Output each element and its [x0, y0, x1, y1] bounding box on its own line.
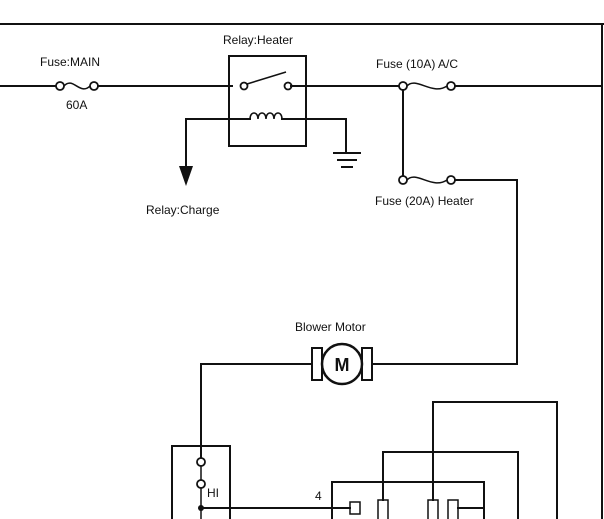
relay-heater-box	[228, 55, 307, 147]
blower-motor-label: Blower Motor	[295, 320, 366, 334]
arrow-down-icon	[179, 118, 193, 186]
wire-motor-to-switch	[200, 363, 313, 451]
fan-switch-box	[171, 445, 231, 519]
fuse-main-symbol	[55, 81, 99, 91]
blower-relay-box	[331, 481, 485, 519]
fuse-ac-label: Fuse (10A) A/C	[376, 57, 458, 71]
relay-heater-label: Relay:Heater	[223, 33, 293, 47]
fuse-heater-symbol	[398, 175, 456, 185]
pin-4-terminal	[349, 501, 361, 515]
switch-hi-label: HI	[207, 486, 219, 500]
fuse-ac-symbol	[398, 81, 456, 91]
fuse-heater-label: Fuse (20A) Heater	[375, 194, 474, 208]
wire-heater-to-motor	[371, 179, 518, 365]
ground-icon	[333, 152, 361, 168]
fuse-main-label: Fuse:MAIN	[40, 55, 100, 69]
pin-4-label: 4	[315, 489, 322, 503]
fuse-main-rating: 60A	[66, 98, 87, 112]
terminal-a	[377, 499, 389, 519]
blower-motor-symbol	[311, 342, 373, 386]
terminal-b	[427, 499, 439, 519]
wire-loop-inner	[382, 451, 519, 519]
switch-hi-contact	[196, 449, 206, 519]
terminal-c	[447, 499, 459, 519]
relay-contact	[239, 71, 307, 91]
relay-coil	[185, 112, 347, 153]
motor-symbol-letter: M	[335, 355, 350, 375]
wire-loop-outer	[432, 401, 558, 519]
relay-charge-label: Relay:Charge	[146, 203, 220, 217]
